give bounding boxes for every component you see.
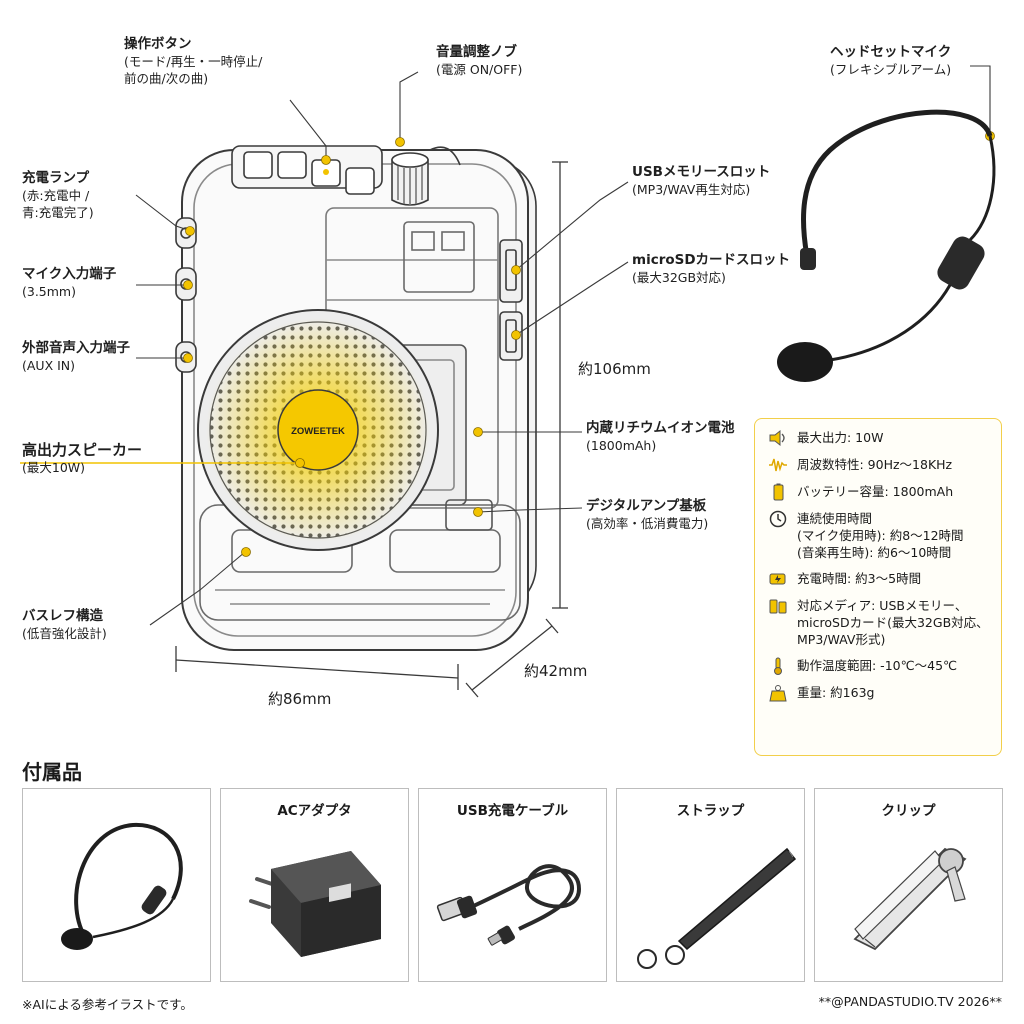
strap-icon [637, 847, 797, 969]
label-speaker: 高出力スピーカー (最大10W) [22, 441, 143, 476]
callout-dots [183, 131, 995, 557]
speaker-icon [767, 429, 789, 447]
speaker-grille: ZOWEETEK [197, 309, 439, 551]
label-aux-input: 外部音声入力端子 (AUX IN) [22, 340, 130, 373]
label-battery: 内蔵リチウムイオン電池 (1800mAh) [586, 420, 735, 453]
dimension-height: 約106mm [578, 360, 651, 378]
label-headset-mic: ヘッドセットマイク (フレキシブルアーム) [830, 44, 952, 77]
spec-line: microSDカード(最大32GB対応、 [797, 615, 989, 630]
spec-line: (音楽再生時): 約6〜10時間 [797, 545, 952, 560]
waveform-icon [767, 456, 789, 474]
spec-row: 対応メディア: USBメモリー、 microSDカード(最大32GB対応、 MP3/… [767, 597, 991, 648]
usb-cable-icon [436, 864, 582, 946]
headset-mic-icon [61, 822, 183, 950]
dimension-depth: 約42mm [524, 662, 588, 680]
accessory-card-strap: ストラップ [616, 788, 805, 982]
accessory-card-clip: クリップ [814, 788, 1003, 982]
spec-text: 重量: 約163g [797, 684, 991, 701]
spec-text: 充電時間: 約3〜5時間 [797, 570, 991, 587]
footnote: ※AIによる参考イラストです。 [22, 997, 193, 1012]
weight-icon [767, 684, 789, 702]
spec-line: 連続使用時間 [797, 511, 873, 526]
spec-text: 対応メディア: USBメモリー、 microSDカード(最大32GB対応、 MP3/… [797, 597, 991, 648]
spec-panel: 最大出力: 10W 周波数特性: 90Hz〜18KHz バッテリー容量: 1800m… [754, 418, 1002, 756]
spec-row: 動作温度範囲: -10℃〜45℃ [767, 657, 991, 675]
spec-text: 周波数特性: 90Hz〜18KHz [797, 456, 991, 473]
accessory-card-ac-adapter: ACアダプタ [220, 788, 409, 982]
spec-row: 重量: 約163g [767, 684, 991, 702]
label-charge-lamp: 充電ランプ (赤:充電中 / 青:充電完了) [22, 170, 94, 220]
spec-text: 最大出力: 10W [797, 429, 991, 446]
spec-text: バッテリー容量: 1800mAh [797, 483, 991, 500]
label-usb-slot: USBメモリースロット (MP3/WAV再生対応) [632, 164, 771, 197]
brand-logo: ZOWEETEK [291, 426, 345, 437]
battery-icon [767, 483, 789, 501]
label-sd-slot: microSDカードスロット (最大32GB対応) [632, 252, 791, 285]
accessory-card-headset [22, 788, 211, 982]
spec-line: 周波数特性: 90Hz〜18KHz [797, 457, 953, 472]
spec-line: 対応メディア: USBメモリー、 [797, 598, 968, 613]
clock-icon [767, 510, 789, 528]
device-diagram: ZOWEETEK [20, 65, 996, 698]
spec-line: (マイク使用時): 約8〜12時間 [797, 528, 964, 543]
headset-mic-illustration [777, 109, 996, 382]
spec-row: バッテリー容量: 1800mAh [767, 483, 991, 501]
spec-line: MP3/WAV形式) [797, 632, 886, 647]
label-bass-reflex: バスレフ構造 (低音強化設計) [22, 608, 107, 641]
label-volume-knob: 音量調整ノブ (電源 ON/OFF) [436, 44, 523, 77]
spec-text: 動作温度範囲: -10℃〜45℃ [797, 657, 991, 674]
accessories-title: 付属品 [22, 760, 82, 784]
label-mic-input: マイク入力端子 (3.5mm) [22, 266, 117, 299]
spec-row: 周波数特性: 90Hz〜18KHz [767, 456, 991, 474]
label-control-buttons: 操作ボタン (モード/再生・一時停止/ 前の曲/次の曲) [124, 36, 263, 86]
volume-knob [391, 146, 461, 206]
spec-line: 動作温度範囲: -10℃〜45℃ [797, 658, 958, 673]
media-icon [767, 597, 789, 615]
credit: **@PANDASTUDIO.TV 2026** [818, 994, 1002, 1009]
spec-row: 連続使用時間 (マイク使用時): 約8〜12時間 (音楽再生時): 約6〜10時間 [767, 510, 991, 561]
spec-row: 充電時間: 約3〜5時間 [767, 570, 991, 588]
ac-adapter-icon [249, 851, 381, 957]
charging-icon [767, 570, 789, 588]
leader-lines [20, 65, 991, 626]
thermometer-icon [767, 657, 789, 675]
spec-line: バッテリー容量: 1800mAh [797, 484, 954, 499]
spec-line: 重量: 約163g [797, 685, 875, 700]
spec-text: 連続使用時間 (マイク使用時): 約8〜12時間 (音楽再生時): 約6〜10時間 [797, 510, 991, 561]
spec-line: 最大出力: 10W [797, 430, 884, 445]
spec-line: 充電時間: 約3〜5時間 [797, 571, 922, 586]
dimension-lines [175, 161, 568, 698]
accessory-card-usb-cable: USB充電ケーブル [418, 788, 607, 982]
label-amp: デジタルアンプ基板 (高効率・低消費電力) [586, 498, 709, 531]
clip-icon [853, 847, 967, 951]
spec-row: 最大出力: 10W [767, 429, 991, 447]
control-buttons [231, 145, 383, 195]
dimension-width: 約86mm [268, 690, 332, 708]
